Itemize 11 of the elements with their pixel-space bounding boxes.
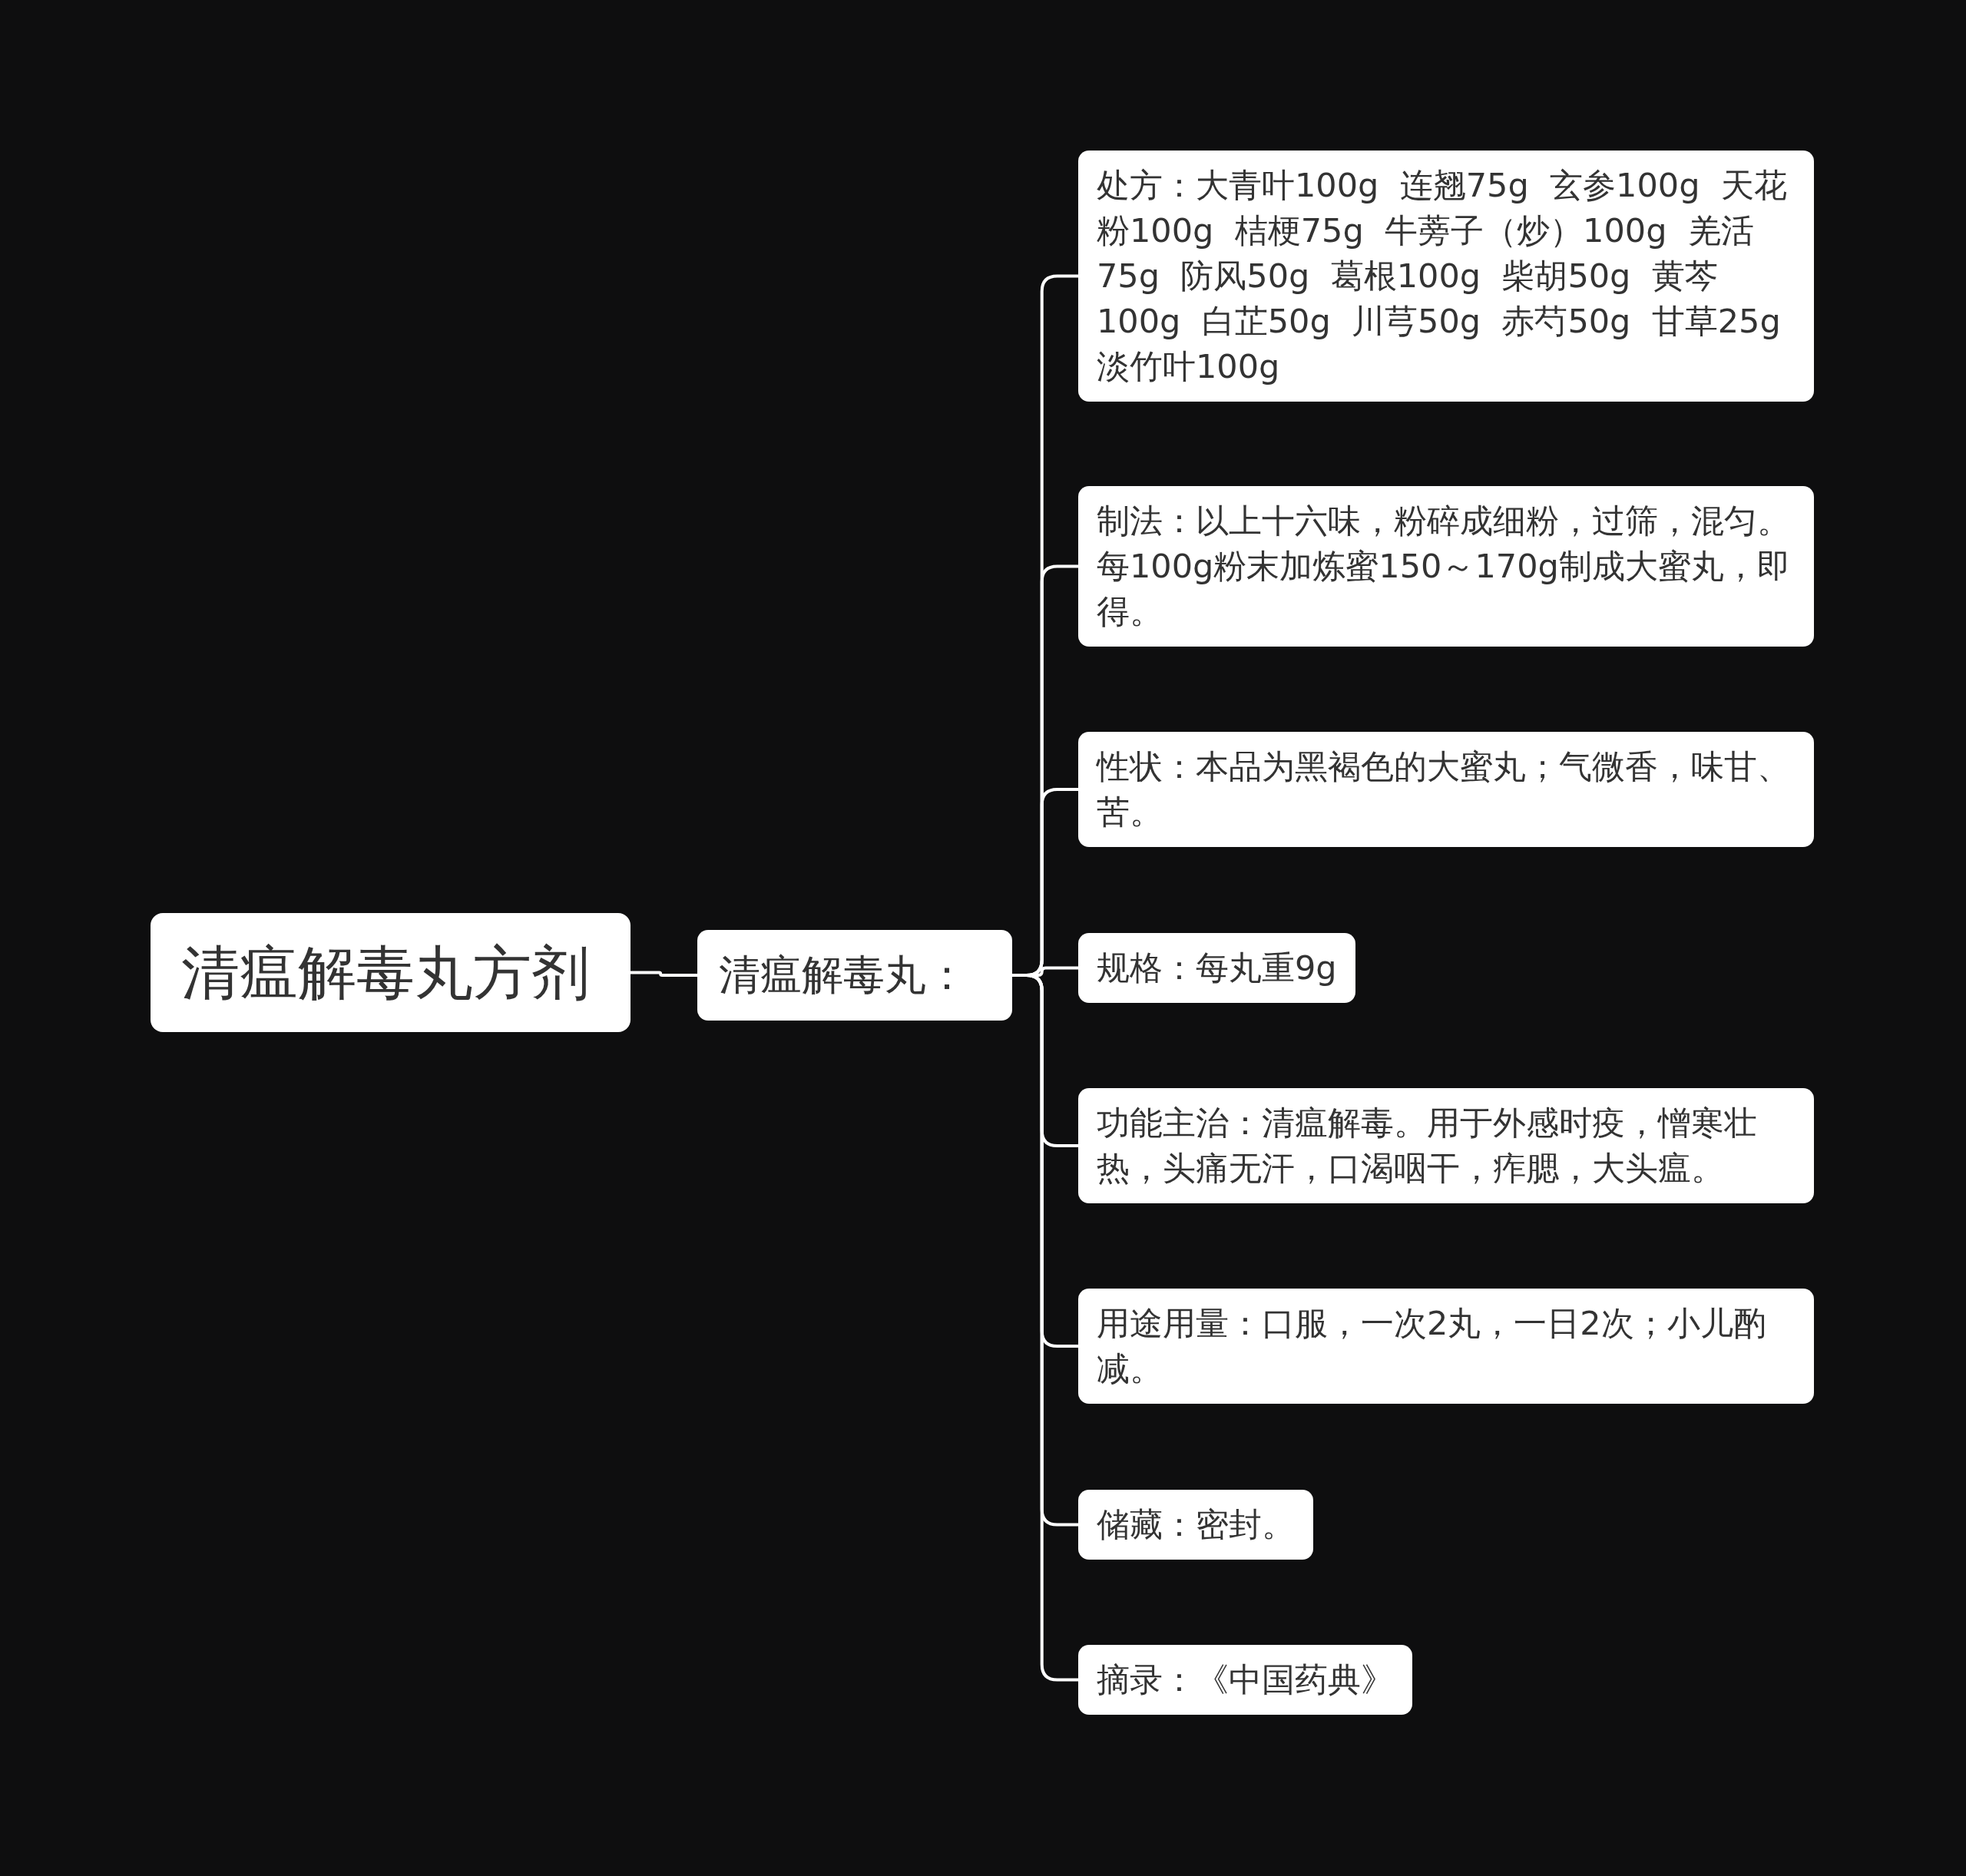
- connector-line: [631, 971, 697, 977]
- topic-box: 性状：本品为黑褐色的大蜜丸；气微香，味甘、苦。: [1078, 732, 1814, 847]
- topic-box: 储藏：密封。: [1078, 1490, 1313, 1560]
- topic-box: 摘录：《中国药典》: [1078, 1645, 1412, 1715]
- topic-box: 制法：以上十六味，粉碎成细粉，过筛，混匀。每100g粉末加炼蜜150～170g制成大蜜丸，即得。: [1078, 486, 1814, 647]
- topic-box: 清瘟解毒丸：: [697, 930, 1012, 1021]
- topic-box: 清瘟解毒丸方剂: [151, 913, 631, 1033]
- topic-box: 规格：每丸重9g: [1078, 933, 1355, 1003]
- topic-box: 用途用量：口服，一次2丸，一日2次；小儿酌减。: [1078, 1289, 1814, 1404]
- topic-box: 功能主治：清瘟解毒。用于外感时疫，憎寒壮热，头痛无汗，口渴咽干，痄腮，大头瘟。: [1078, 1088, 1814, 1203]
- topic-box: 处方：大青叶100g 连翘75g 玄参100g 天花粉100g 桔梗75g 牛蒡子（炒）100g 羌活75g 防风50g 葛根100g 柴胡50g 黄芩100g 白芷50g 川芎50g 赤芍50g 甘草25g 淡竹叶100g: [1078, 151, 1814, 402]
